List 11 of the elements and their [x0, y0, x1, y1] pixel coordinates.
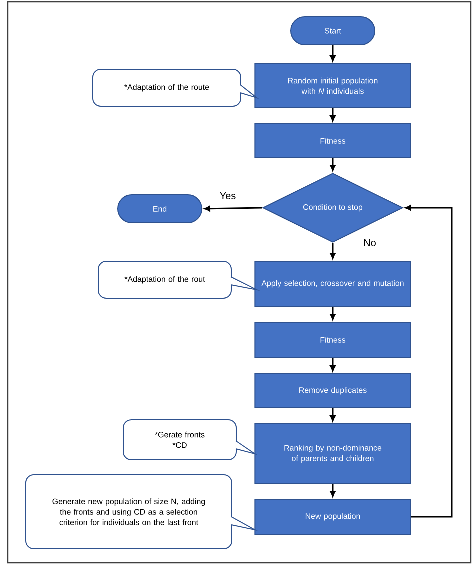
arrow	[330, 307, 336, 320]
arrow	[330, 158, 336, 172]
arrow	[204, 206, 262, 212]
arrow	[330, 484, 336, 498]
arrow	[330, 358, 336, 372]
edge-label: Yes	[220, 192, 236, 200]
arrow	[330, 243, 336, 260]
arrow	[405, 205, 453, 518]
arrow	[330, 46, 336, 62]
arrow	[330, 108, 336, 122]
arrow	[330, 408, 336, 422]
